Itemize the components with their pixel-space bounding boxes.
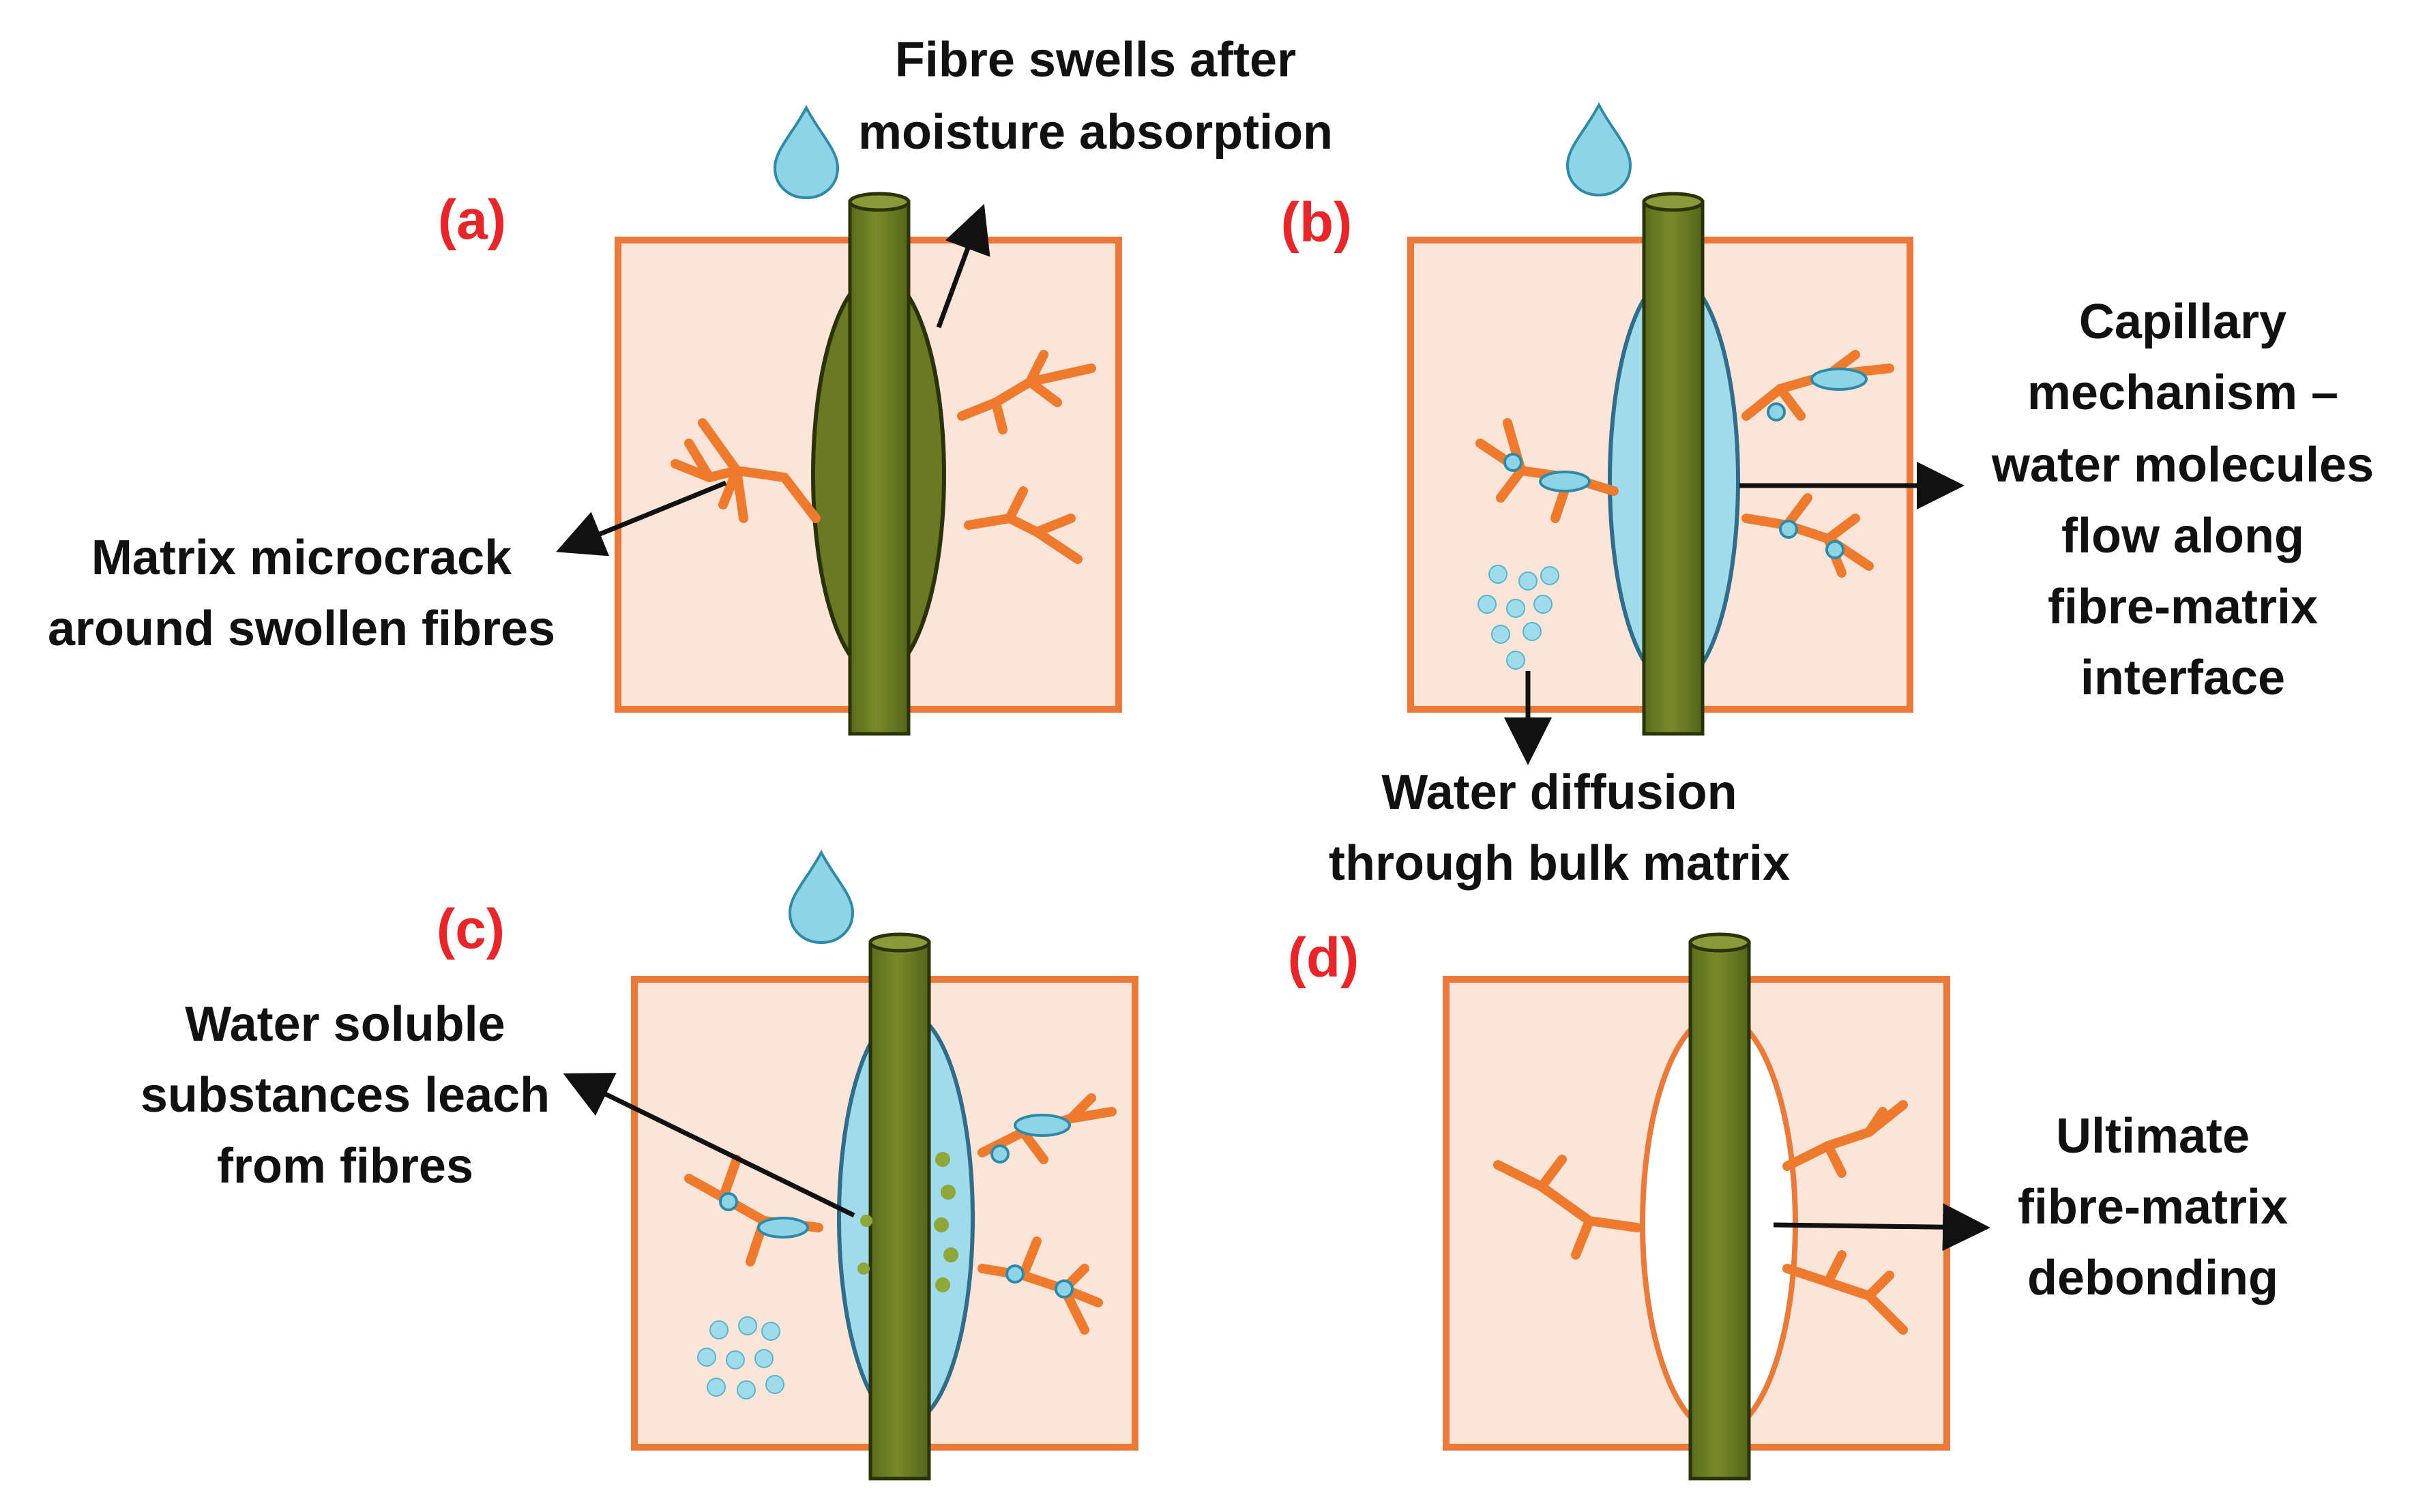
leach-label-line-1: Water soluble bbox=[185, 997, 505, 1052]
fibre bbox=[868, 940, 931, 1481]
swell-label-line-1: Fibre swells after bbox=[895, 33, 1296, 87]
panel-tag: (b) bbox=[1281, 192, 1353, 254]
water-pockets bbox=[719, 1114, 1074, 1299]
capillary-label-line-2: mechanism – bbox=[2027, 366, 2338, 420]
panel-c: (c) Water soluble substances leach from … bbox=[141, 849, 1138, 1481]
capillary-label-line-1: Capillary bbox=[2079, 295, 2286, 349]
water-pockets bbox=[1503, 368, 1868, 559]
diffusion-label-line-2: through bulk matrix bbox=[1329, 836, 1790, 891]
panel-tag: (a) bbox=[438, 189, 506, 251]
arrow-icon bbox=[556, 480, 727, 557]
crack-label-line-1: Matrix microcrack bbox=[91, 531, 512, 585]
leach-label-line-2: substances leach bbox=[141, 1068, 550, 1123]
debond-label-line-3: debonding bbox=[2027, 1251, 2278, 1305]
panel-b: (b) Capillary mechanism – water molecule… bbox=[1281, 102, 2374, 891]
water-drop-icon bbox=[1565, 102, 1632, 197]
matrix-microcracks bbox=[671, 350, 1096, 564]
capillary-label-line-5: fibre-matrix bbox=[2048, 580, 2318, 634]
arrow-icon bbox=[563, 1073, 855, 1218]
panel-d: (d) Ultimate fibre-matrix debonding bbox=[1288, 927, 2288, 1481]
capillary-label-line-3: water molecules bbox=[1991, 438, 2374, 492]
crack-label-line-2: around swollen fibres bbox=[48, 602, 555, 656]
leach-label-line-3: from fibres bbox=[217, 1139, 473, 1194]
leached-substances bbox=[857, 1152, 958, 1292]
debond-label-line-1: Ultimate bbox=[2056, 1109, 2250, 1163]
water-drop-icon bbox=[788, 849, 855, 945]
water-diffusion-dots bbox=[697, 1316, 784, 1399]
fibre-top bbox=[848, 192, 911, 212]
fibre bbox=[1688, 940, 1751, 1481]
water-diffusion-dots bbox=[1477, 565, 1559, 670]
fibre bbox=[848, 200, 911, 736]
capillary-label-line-4: flow along bbox=[2061, 509, 2304, 563]
panel-a: (a) Fibre swells after moisture absorpti… bbox=[48, 33, 1333, 736]
fibre bbox=[1642, 200, 1705, 736]
swell-label-line-2: moisture absorption bbox=[858, 105, 1333, 160]
arrow-icon bbox=[936, 203, 990, 329]
water-drop-icon bbox=[773, 104, 840, 200]
matrix-microcracks bbox=[1493, 1100, 1908, 1335]
fibre-top bbox=[1688, 932, 1751, 953]
debond-label-line-2: fibre-matrix bbox=[2018, 1180, 2288, 1234]
arrow-icon bbox=[1773, 1203, 1990, 1251]
panel-tag: (c) bbox=[437, 898, 505, 960]
fibre-top bbox=[1642, 192, 1705, 212]
capillary-label-line-6: interface bbox=[2080, 651, 2285, 705]
fibre-top bbox=[868, 932, 931, 953]
diffusion-label-line-1: Water diffusion bbox=[1381, 765, 1737, 820]
panel-tag: (d) bbox=[1288, 927, 1359, 989]
